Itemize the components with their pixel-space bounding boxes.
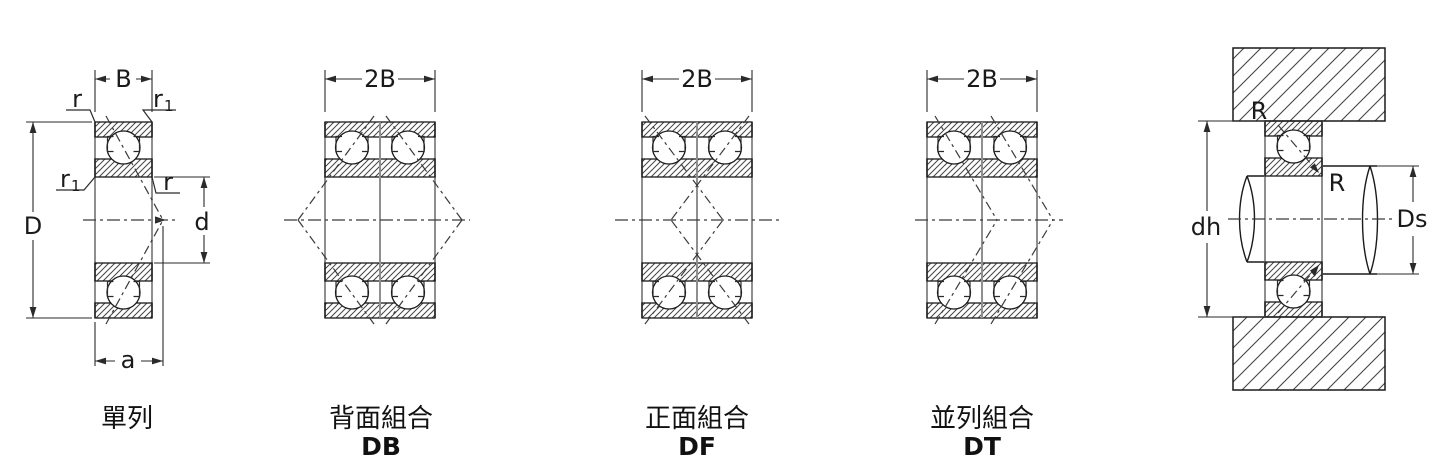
dim-label-bore-diameter: d bbox=[194, 208, 209, 236]
caption-face-to-face: 正面組合 bbox=[645, 404, 749, 434]
caption-single-row: 單列 bbox=[101, 404, 153, 434]
figure-back-to-back: 2B 背面組合 DB bbox=[284, 65, 470, 461]
ball bbox=[992, 130, 1028, 165]
ball bbox=[106, 130, 141, 165]
dim-label-housing-shoulder: dh bbox=[1191, 213, 1221, 241]
dimension-2B: 2B bbox=[324, 65, 436, 112]
ball bbox=[707, 275, 743, 310]
label-shaft-fillet-R: R bbox=[1329, 169, 1346, 197]
dimension-B: B bbox=[94, 65, 153, 112]
figure-mounted: dh Ds R R bbox=[1191, 47, 1428, 391]
dim-label-width: 2B bbox=[966, 65, 998, 93]
caption-back-to-back: 背面組合 bbox=[329, 404, 433, 434]
contact-angle-lines bbox=[644, 115, 750, 325]
housing-block-bottom bbox=[1232, 316, 1386, 391]
ball bbox=[106, 275, 141, 310]
dimension-2B: 2B bbox=[926, 65, 1038, 112]
label-r-top-left: r bbox=[72, 85, 82, 113]
figure-single-row: B D d a r r 1 bbox=[24, 65, 210, 434]
ball bbox=[936, 275, 972, 310]
ball bbox=[390, 130, 426, 165]
ball bbox=[936, 130, 972, 165]
label-r1-top-right-sub: 1 bbox=[164, 97, 174, 115]
dim-label-outer-diameter: D bbox=[24, 212, 42, 240]
dimension-d: d bbox=[154, 176, 210, 264]
figure-tandem: 2B 並列組合 DT bbox=[915, 65, 1063, 461]
dimension-a: a bbox=[94, 226, 164, 374]
ball bbox=[651, 130, 687, 165]
shaft bbox=[1238, 165, 1379, 275]
ball bbox=[334, 275, 370, 310]
dimension-Ds: Ds bbox=[1377, 165, 1428, 275]
dim-label-width: B bbox=[115, 65, 131, 93]
shaft-break-icon bbox=[1361, 165, 1379, 275]
caption-tandem: 並列組合 bbox=[930, 404, 1034, 434]
label-r1-top-right: r bbox=[153, 85, 163, 113]
dimension-D: D bbox=[24, 121, 92, 319]
contact-angle-lines bbox=[934, 115, 1054, 325]
ball bbox=[1276, 274, 1311, 309]
ball bbox=[390, 275, 426, 310]
label-r-bottom-right: r bbox=[163, 168, 173, 196]
label-r1-bottom-left-sub: 1 bbox=[71, 177, 81, 195]
ball bbox=[334, 130, 370, 165]
code-db: DB bbox=[361, 432, 401, 461]
chamfer-labels: r r 1 r 1 r bbox=[56, 85, 180, 196]
dim-label-shaft-shoulder: Ds bbox=[1397, 205, 1428, 233]
ball bbox=[707, 130, 743, 165]
dim-label-width: 2B bbox=[681, 65, 713, 93]
code-df: DF bbox=[678, 432, 716, 461]
ball bbox=[1276, 129, 1311, 164]
label-r1-bottom-left: r bbox=[60, 165, 70, 193]
housing-block-top bbox=[1232, 47, 1386, 122]
ball bbox=[992, 275, 1028, 310]
contact-angle-lines bbox=[297, 115, 463, 325]
load-line-arrow-icon bbox=[1310, 163, 1319, 173]
figure-face-to-face: 2B 正面組合 DF bbox=[615, 65, 780, 461]
dim-label-load-center: a bbox=[121, 346, 136, 374]
code-dt: DT bbox=[963, 432, 1001, 461]
dim-label-width: 2B bbox=[364, 65, 396, 93]
dimension-2B: 2B bbox=[641, 65, 753, 112]
load-line-arrow-icon bbox=[1310, 265, 1319, 277]
label-housing-fillet-R: R bbox=[1251, 97, 1268, 125]
ball bbox=[651, 275, 687, 310]
dimension-dh: dh bbox=[1191, 120, 1263, 318]
